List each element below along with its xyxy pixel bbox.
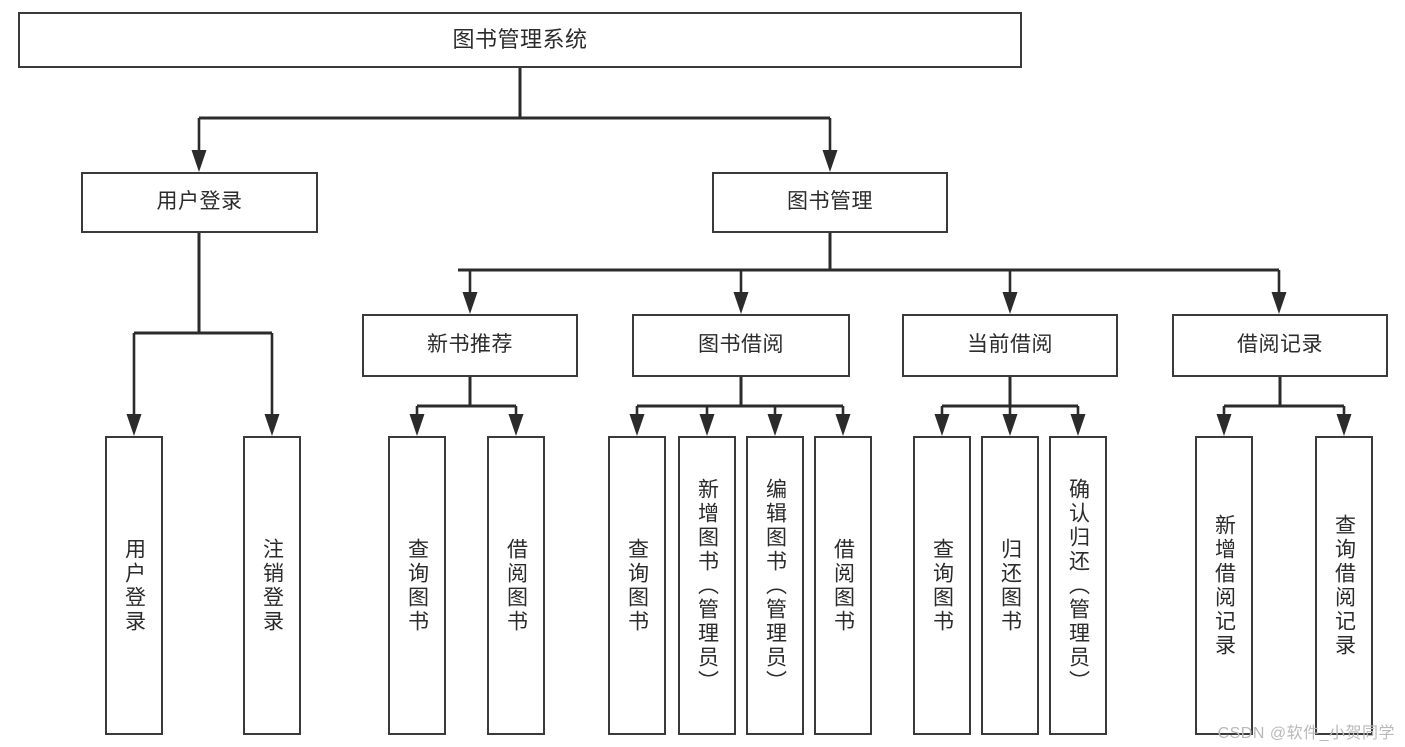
node-label: 新增图书（管理员）	[695, 477, 719, 694]
arrow-to-leaf-query-book-1	[409, 406, 425, 436]
arrow-to-leaf-confirm-return	[1070, 406, 1086, 436]
arrow-to-leaf-add-book	[699, 406, 715, 436]
csdn-watermark: CSDN @软件_小贺同学	[1217, 725, 1395, 742]
arrow-to-leaf-query-book-2	[629, 406, 645, 436]
bus-book-borrow	[637, 377, 843, 408]
node-leaf-confirm-return[interactable]: 确认归还（管理员）	[1049, 436, 1107, 735]
bus-current-borrow	[942, 377, 1078, 408]
node-new-book-rec[interactable]: 新书推荐	[362, 314, 578, 377]
node-book-borrow[interactable]: 图书借阅	[632, 314, 850, 377]
node-leaf-return-book[interactable]: 归还图书	[981, 436, 1039, 735]
node-leaf-add-book[interactable]: 新增图书（管理员）	[678, 436, 736, 735]
node-label: 查询图书	[930, 537, 954, 634]
node-label: 查询图书	[405, 537, 429, 634]
node-leaf-query-book-2[interactable]: 查询图书	[608, 436, 666, 735]
node-leaf-add-record[interactable]: 新增借阅记录	[1195, 436, 1253, 735]
node-label: 当前借阅	[967, 333, 1053, 357]
arrow-to-leaf-query-record	[1336, 406, 1352, 436]
arrow-to-current-borrow	[1002, 270, 1018, 314]
node-label: 借阅记录	[1237, 333, 1323, 357]
node-leaf-user-logout[interactable]: 注销登录	[243, 436, 301, 735]
arrow-to-leaf-user-login	[126, 333, 142, 436]
node-leaf-user-login[interactable]: 用户登录	[105, 436, 163, 735]
node-label: 注销登录	[260, 537, 284, 634]
node-label: 确认归还（管理员）	[1066, 477, 1090, 694]
node-leaf-query-book-3[interactable]: 查询图书	[913, 436, 971, 735]
node-leaf-query-book-1[interactable]: 查询图书	[388, 436, 446, 735]
node-borrow-record[interactable]: 借阅记录	[1172, 314, 1388, 377]
node-book-manage[interactable]: 图书管理	[712, 172, 948, 233]
node-label: 图书借阅	[698, 333, 784, 357]
node-label: 用户登录	[156, 190, 243, 214]
arrow-to-leaf-edit-book	[767, 406, 783, 436]
node-current-borrow[interactable]: 当前借阅	[902, 314, 1118, 377]
node-leaf-borrow-book-1[interactable]: 借阅图书	[487, 436, 545, 735]
node-label: 查询图书	[625, 537, 649, 634]
node-label: 用户登录	[122, 537, 146, 634]
arrow-to-new-book-rec	[462, 270, 478, 314]
arrow-to-book-manage	[822, 118, 838, 172]
arrow-to-leaf-return-book	[1002, 406, 1018, 436]
bus-book-manage	[458, 233, 1279, 272]
arrow-to-leaf-query-book-3	[934, 406, 950, 436]
node-leaf-borrow-book-2[interactable]: 借阅图书	[814, 436, 872, 735]
arrow-to-borrow-record	[1271, 270, 1287, 314]
node-label: 借阅图书	[504, 537, 528, 634]
arrow-to-leaf-user-logout	[264, 333, 280, 436]
node-label: 查询借阅记录	[1332, 513, 1356, 658]
node-leaf-edit-book[interactable]: 编辑图书（管理员）	[746, 436, 804, 735]
node-user-login[interactable]: 用户登录	[81, 172, 318, 233]
node-root[interactable]: 图书管理系统	[18, 12, 1022, 68]
bus-root	[199, 68, 830, 120]
node-label: 新增借阅记录	[1212, 513, 1236, 658]
arrow-lines	[126, 118, 1352, 436]
arrow-to-leaf-add-record	[1216, 406, 1232, 436]
arrow-to-user-login	[191, 118, 207, 172]
bus-borrow-record	[1224, 377, 1344, 408]
node-label: 归还图书	[998, 537, 1022, 634]
arrow-to-book-borrow	[733, 270, 749, 314]
bus-new-book-rec	[417, 377, 516, 408]
node-label: 借阅图书	[831, 537, 855, 634]
node-label: 编辑图书（管理员）	[763, 477, 787, 694]
arrow-to-leaf-borrow-book-1	[508, 406, 524, 436]
node-label: 图书管理	[787, 190, 873, 214]
arrow-to-leaf-borrow-book-2	[835, 406, 851, 436]
bus-user-login	[134, 233, 272, 335]
node-leaf-query-record[interactable]: 查询借阅记录	[1315, 436, 1373, 735]
node-label: 图书管理系统	[452, 27, 588, 53]
node-label: 新书推荐	[427, 333, 513, 357]
